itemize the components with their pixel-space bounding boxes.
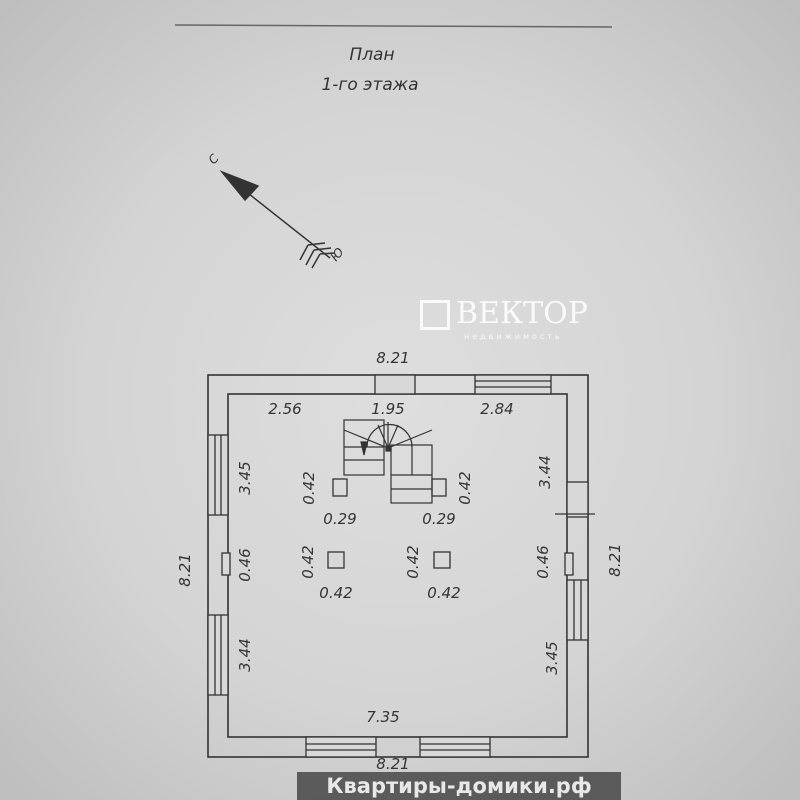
dim-column-ll-h: 0.42	[299, 545, 317, 578]
windows	[207, 374, 595, 758]
site-watermark: Квартиры-домики.рф	[297, 772, 621, 800]
walls	[207, 374, 589, 758]
plan-title-line2: 1-го этажа	[321, 75, 418, 95]
plan-title-line1: План	[349, 45, 394, 65]
dim-left-upper: 3.45	[236, 461, 254, 494]
dim-column-ll-w: 0.42	[319, 584, 352, 602]
dim-outer-right: 8.21	[606, 543, 624, 576]
dim-left-middle: 0.46	[236, 548, 254, 581]
dim-outer-left: 8.21	[176, 553, 194, 586]
vektor-logo-watermark: ВЕКТОР недвижимость	[420, 296, 588, 341]
logo-subtext: недвижимость	[464, 332, 563, 341]
dim-column-lr-w: 0.42	[427, 584, 460, 602]
dim-left-lower: 3.44	[236, 638, 254, 671]
dim-column-lr-h: 0.42	[404, 545, 422, 578]
header-rule	[174, 24, 613, 28]
dim-outer-bottom: 8.21	[376, 755, 409, 773]
compass-arrow-icon	[219, 170, 336, 269]
dim-column-ur-w: 0.29	[422, 510, 455, 528]
columns	[327, 478, 451, 569]
dim-top-middle: 1.95	[371, 400, 404, 418]
dim-right-middle: 0.46	[534, 545, 552, 578]
dim-inner-bottom: 7.35	[366, 708, 399, 726]
dim-outer-top: 8.21	[376, 349, 409, 367]
dim-column-ul-h: 0.42	[300, 471, 318, 504]
dim-right-lower: 3.45	[543, 641, 561, 674]
dim-top-right: 2.84	[480, 400, 513, 418]
staircase	[343, 419, 433, 504]
logo-text: ВЕКТОР	[456, 296, 588, 331]
dim-right-upper: 3.44	[536, 455, 554, 488]
logo-box-icon	[420, 300, 450, 330]
dim-column-ul-w: 0.29	[323, 510, 356, 528]
dim-top-left: 2.56	[268, 400, 301, 418]
dim-column-ur-h: 0.42	[456, 471, 474, 504]
compass-north-label: С	[206, 151, 223, 167]
